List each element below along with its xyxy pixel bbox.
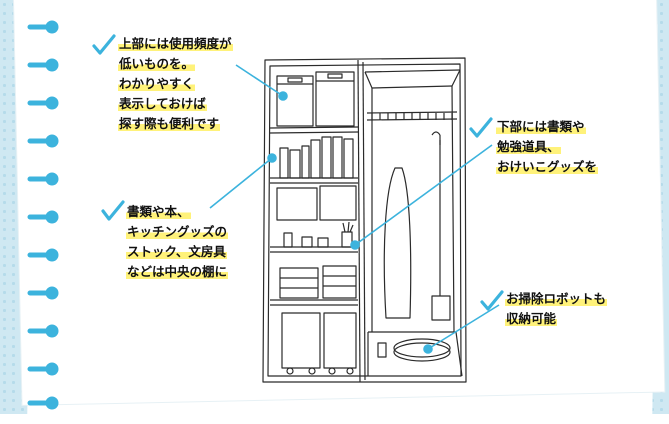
closet-illustration <box>262 57 467 383</box>
check-icon <box>480 290 504 311</box>
binder-rings <box>27 20 59 410</box>
ring-binder-icon <box>27 20 59 34</box>
callout-line: 低いものを。 <box>118 56 196 71</box>
callout-line: キッチングッズの <box>126 224 229 239</box>
ring-binder-icon <box>27 362 59 376</box>
callout-line: 上部には使用頻度が <box>118 36 233 51</box>
check-icon <box>469 117 493 138</box>
callout-line: 勉強道具、 <box>496 139 561 154</box>
callout-line: 探す際も便利です <box>118 116 221 131</box>
ring-binder-icon <box>27 134 59 148</box>
callout-line: おけいこグッズを <box>496 159 599 174</box>
callout-top: 上部には使用頻度が 低いものを。 わかりやすく 表示しておけば 探す際も便利です <box>118 34 233 134</box>
ring-binder-icon <box>27 172 59 186</box>
callout-line: 下部には書類や <box>496 119 586 134</box>
check-icon <box>92 34 116 55</box>
ring-binder-icon <box>27 248 59 262</box>
leader-lines <box>209 64 500 354</box>
callout-lower: 下部には書類や 勉強道具、 おけいこグッズを <box>496 117 599 177</box>
callout-line: 書類や本、 <box>126 204 191 219</box>
ring-binder-icon <box>27 58 59 72</box>
ring-binder-icon <box>27 210 59 224</box>
callout-line: などは中央の棚に <box>126 264 229 279</box>
callout-robot: お掃除ロボットも 収納可能 <box>505 289 608 329</box>
callout-middle: 書類や本、 キッチングッズの ストック、文房具 などは中央の棚に <box>126 202 229 282</box>
callout-line: 収納可能 <box>505 311 558 326</box>
check-marks <box>92 34 504 311</box>
ring-binder-icon <box>27 96 59 110</box>
callout-line: お掃除ロボットも <box>505 291 608 306</box>
ring-binder-icon <box>27 324 59 338</box>
callout-line: ストック、文房具 <box>126 244 227 259</box>
check-icon <box>101 200 125 221</box>
ring-binder-icon <box>27 286 59 300</box>
ring-binder-icon <box>27 396 59 410</box>
callout-line: 表示しておけば <box>118 96 207 111</box>
callout-line: わかりやすく <box>118 76 196 91</box>
